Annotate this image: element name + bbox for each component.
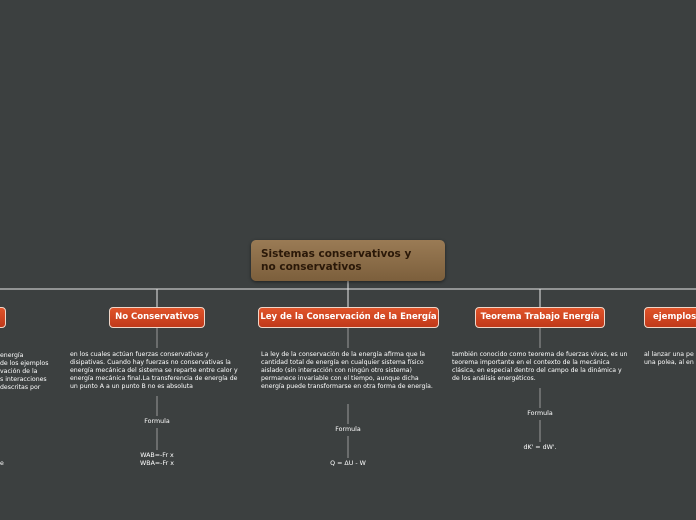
root-topic[interactable]: Sistemas conservativos y no conservativo… xyxy=(251,240,445,281)
branch-teorema-trabajo-label: Teorema Trabajo Energía xyxy=(480,312,600,322)
teorema-trabajo-formula-value: dK' = dW'. xyxy=(523,444,557,451)
branch-teorema-trabajo[interactable]: Teorema Trabajo Energía xyxy=(475,307,605,328)
root-topic-line1: Sistemas conservativos y xyxy=(261,248,412,260)
teorema-trabajo-formula-label: Formula xyxy=(527,410,553,417)
no-conservativos-description: en los cuales actúan fuerzas conservativ… xyxy=(70,351,238,391)
branch-no-conservativos-label: No Conservativos xyxy=(115,312,199,322)
branch-no-conservativos[interactable]: No Conservativos xyxy=(109,307,205,328)
no-conservativos-formula-label: Formula xyxy=(144,418,170,425)
ejemplos-line: al lanzar una pe xyxy=(644,351,694,358)
ley-conservacion-formula-value: Q = ΔU - W xyxy=(330,460,366,467)
no-conservativos-formula-value: WAB=-Fr x WBA=-Fr x xyxy=(117,452,197,468)
branch-ley-conservacion[interactable]: Ley de la Conservación de la Energía xyxy=(258,307,439,328)
root-topic-line2: no conservativos xyxy=(261,261,362,273)
branch-left-cut[interactable] xyxy=(0,307,6,328)
branch-ejemplos[interactable]: ejemplos xyxy=(644,307,696,328)
left-cut-description: energía de los ejemplos vación de la s i… xyxy=(0,352,58,392)
ley-conservacion-description: La ley de la conservación de la energía … xyxy=(261,351,433,391)
left-cut-line: descritas por xyxy=(0,384,41,392)
formula-line: WAB=-Fr x xyxy=(140,452,174,459)
ley-conservacion-formula-label: Formula xyxy=(335,426,361,433)
teorema-trabajo-description: también conocido como teorema de fuerzas… xyxy=(452,351,628,383)
left-cut-line: de los ejemplos xyxy=(0,360,49,368)
left-cut-line: s interacciones xyxy=(0,376,47,384)
branch-ejemplos-label: ejemplos xyxy=(653,312,696,322)
ejemplos-line: una polea, al en xyxy=(644,359,694,367)
branch-ley-conservacion-label: Ley de la Conservación de la Energía xyxy=(260,312,437,322)
left-cut-line: vación de la xyxy=(0,368,38,376)
ejemplos-description: al lanzar una pe una polea, al en xyxy=(644,351,696,367)
left-cut-line: energía xyxy=(0,352,24,359)
left-cut-formula: e xyxy=(0,460,4,467)
formula-line: WBA=-Fr x xyxy=(140,460,174,467)
